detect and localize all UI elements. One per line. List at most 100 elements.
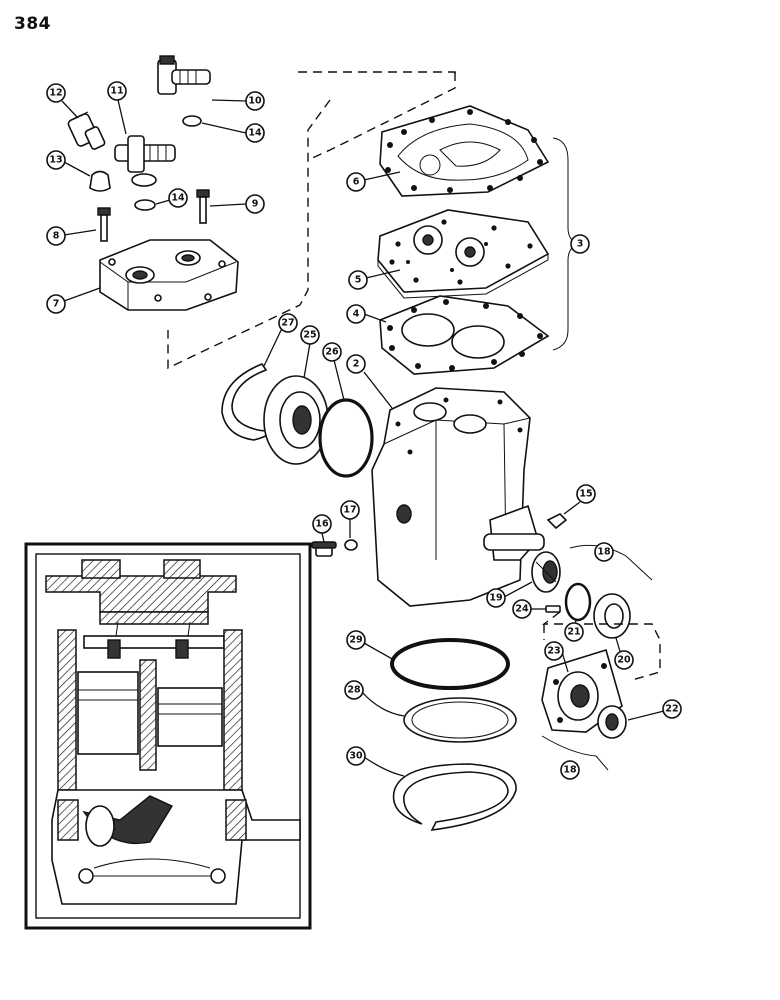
- callout-29: 29: [346, 630, 366, 650]
- svg-text:17: 17: [343, 505, 356, 516]
- svg-text:16: 16: [315, 519, 329, 530]
- shaft-seal-19: [531, 551, 561, 593]
- svg-text:26: 26: [325, 347, 339, 358]
- valve-fitting-12: [67, 111, 106, 150]
- svg-text:24: 24: [515, 604, 529, 615]
- svg-text:30: 30: [349, 751, 363, 762]
- callout-3: 3: [570, 234, 590, 254]
- seal-22: [597, 705, 627, 739]
- leader-2: [363, 371, 393, 409]
- svg-text:10: 10: [248, 96, 262, 107]
- leader-7: [63, 287, 101, 302]
- callout-25: 25: [300, 325, 320, 345]
- callout-24: 24: [512, 599, 532, 619]
- callout-9: 9: [245, 194, 265, 214]
- svg-text:21: 21: [567, 627, 580, 638]
- svg-text:7: 7: [53, 299, 60, 310]
- callout-18-upper: 18: [594, 542, 614, 562]
- bolt-8: [97, 207, 111, 242]
- leader-19: [503, 581, 533, 598]
- callout-27: 27: [278, 313, 298, 333]
- snap-ring-30: [392, 763, 517, 831]
- o-ring-21: [564, 582, 592, 622]
- svg-text:13: 13: [49, 155, 62, 166]
- leader-30: [363, 756, 405, 777]
- seal-seat-25: [263, 375, 329, 465]
- svg-text:5: 5: [355, 275, 362, 286]
- callout-13: 13: [46, 150, 66, 170]
- seal-cover-28: [403, 697, 517, 743]
- service-fitting-11: [114, 135, 176, 187]
- o-ring-29: [390, 638, 510, 690]
- svg-text:12: 12: [49, 88, 62, 99]
- svg-text:29: 29: [349, 635, 362, 646]
- svg-text:6: 6: [353, 177, 360, 188]
- callout-12: 12: [46, 83, 66, 103]
- leader-11: [117, 99, 127, 135]
- svg-text:28: 28: [347, 685, 361, 696]
- svg-text:20: 20: [617, 655, 631, 666]
- washer-17: [344, 539, 358, 551]
- svg-text:25: 25: [303, 330, 316, 341]
- callout-10: 10: [245, 91, 265, 111]
- screw-24: [545, 605, 561, 613]
- svg-text:15: 15: [579, 489, 592, 500]
- page-number: 384: [14, 14, 51, 34]
- leader-6: [363, 171, 401, 181]
- seal-group-18-lower-bracket: [541, 735, 609, 771]
- svg-text:14: 14: [171, 193, 185, 204]
- gasket-6: [379, 105, 550, 197]
- cap-13: [89, 170, 111, 192]
- svg-text:4: 4: [353, 309, 360, 320]
- callout-26: 26: [322, 342, 342, 362]
- svg-text:2: 2: [353, 359, 360, 370]
- callout-15: 15: [576, 484, 596, 504]
- leader-10: [211, 99, 247, 102]
- leader-14a: [201, 122, 247, 134]
- svg-text:14: 14: [248, 128, 262, 139]
- leader-28: [361, 691, 405, 717]
- callout-11: 11: [107, 81, 127, 101]
- callout-5: 5: [348, 270, 368, 290]
- leader-13: [63, 161, 91, 177]
- leader-29: [363, 642, 395, 661]
- callout-22: 22: [662, 699, 682, 719]
- plug-16: [311, 541, 337, 557]
- svg-text:27: 27: [281, 318, 294, 329]
- leader-5: [365, 269, 401, 279]
- callout-14-lower: 14: [168, 188, 188, 208]
- leader-8: [63, 229, 97, 236]
- leader-15: [563, 501, 581, 515]
- key-15: [546, 513, 568, 530]
- o-ring-26: [318, 398, 374, 478]
- callout-30: 30: [346, 746, 366, 766]
- valve-plate-5: [377, 209, 550, 299]
- callout-4: 4: [346, 304, 366, 324]
- svg-text:23: 23: [547, 646, 560, 657]
- seal-group-18-dashed: [541, 611, 661, 681]
- callout-23: 23: [544, 641, 564, 661]
- svg-text:19: 19: [489, 593, 502, 604]
- svg-text:8: 8: [53, 231, 60, 242]
- gasket-4: [379, 295, 550, 375]
- leader-4: [363, 313, 387, 323]
- leader-14b: [155, 199, 171, 205]
- callout-18-lower: 18: [560, 760, 580, 780]
- callout-20: 20: [614, 650, 634, 670]
- leader-12: [61, 100, 79, 119]
- callout-21: 21: [564, 622, 584, 642]
- leader-25: [303, 342, 311, 379]
- cylinder-head-7: [99, 239, 239, 311]
- callout-17: 17: [340, 500, 360, 520]
- leader-9: [209, 203, 247, 207]
- leader-16: [321, 532, 325, 543]
- callout-2: 2: [346, 354, 366, 374]
- compressor-body-2: [371, 387, 545, 607]
- callout-7: 7: [46, 294, 66, 314]
- svg-text:3: 3: [577, 239, 584, 250]
- leader-23: [561, 651, 569, 673]
- o-ring-14-upper: [182, 115, 202, 127]
- callout-6: 6: [346, 172, 366, 192]
- svg-text:11: 11: [110, 86, 123, 97]
- svg-text:9: 9: [252, 199, 259, 210]
